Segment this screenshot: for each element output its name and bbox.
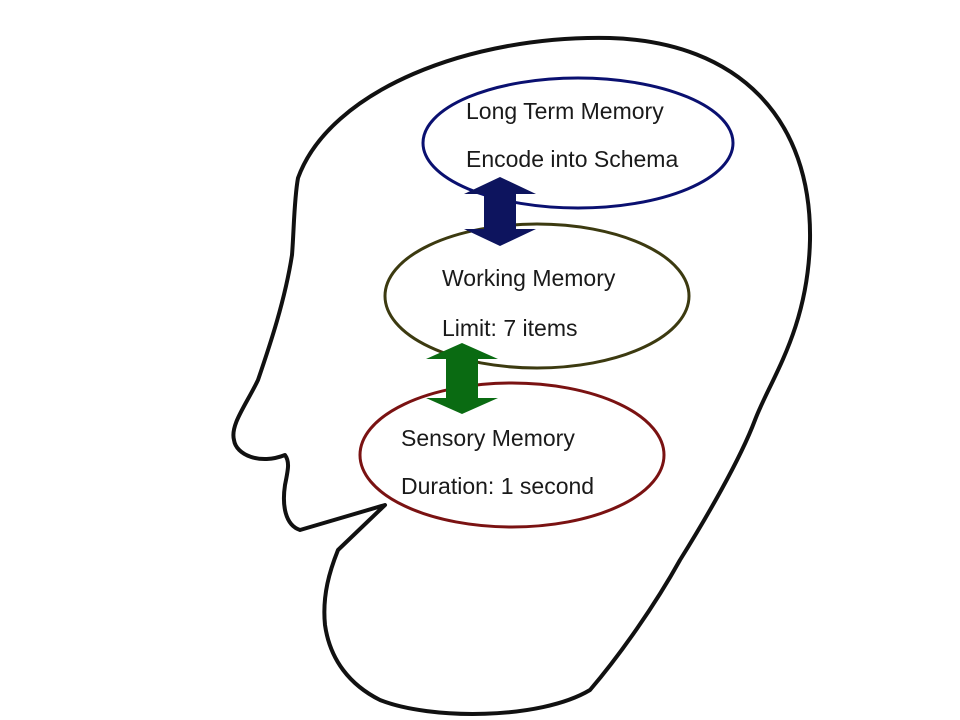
head-outline-icon [231, 35, 813, 716]
sensory-memory-node: Sensory Memory Duration: 1 second [358, 381, 666, 529]
sensory-memory-ellipse [358, 381, 666, 529]
double-arrow-icon [464, 177, 536, 246]
working-memory-node: Working Memory Limit: 7 items [383, 222, 691, 370]
double-arrow-icon [426, 343, 498, 414]
long-term-memory-ellipse [421, 76, 735, 210]
long-term-memory-title: Long Term Memory [466, 98, 664, 124]
sensory-memory-title: Sensory Memory [401, 425, 575, 451]
working-memory-title: Working Memory [442, 265, 616, 291]
long-term-memory-detail: Encode into Schema [466, 146, 678, 172]
working-memory-ellipse [383, 222, 691, 370]
working-memory-detail: Limit: 7 items [442, 315, 577, 341]
sensory-memory-detail: Duration: 1 second [401, 473, 594, 499]
long-term-memory-node: Long Term Memory Encode into Schema [421, 76, 735, 210]
